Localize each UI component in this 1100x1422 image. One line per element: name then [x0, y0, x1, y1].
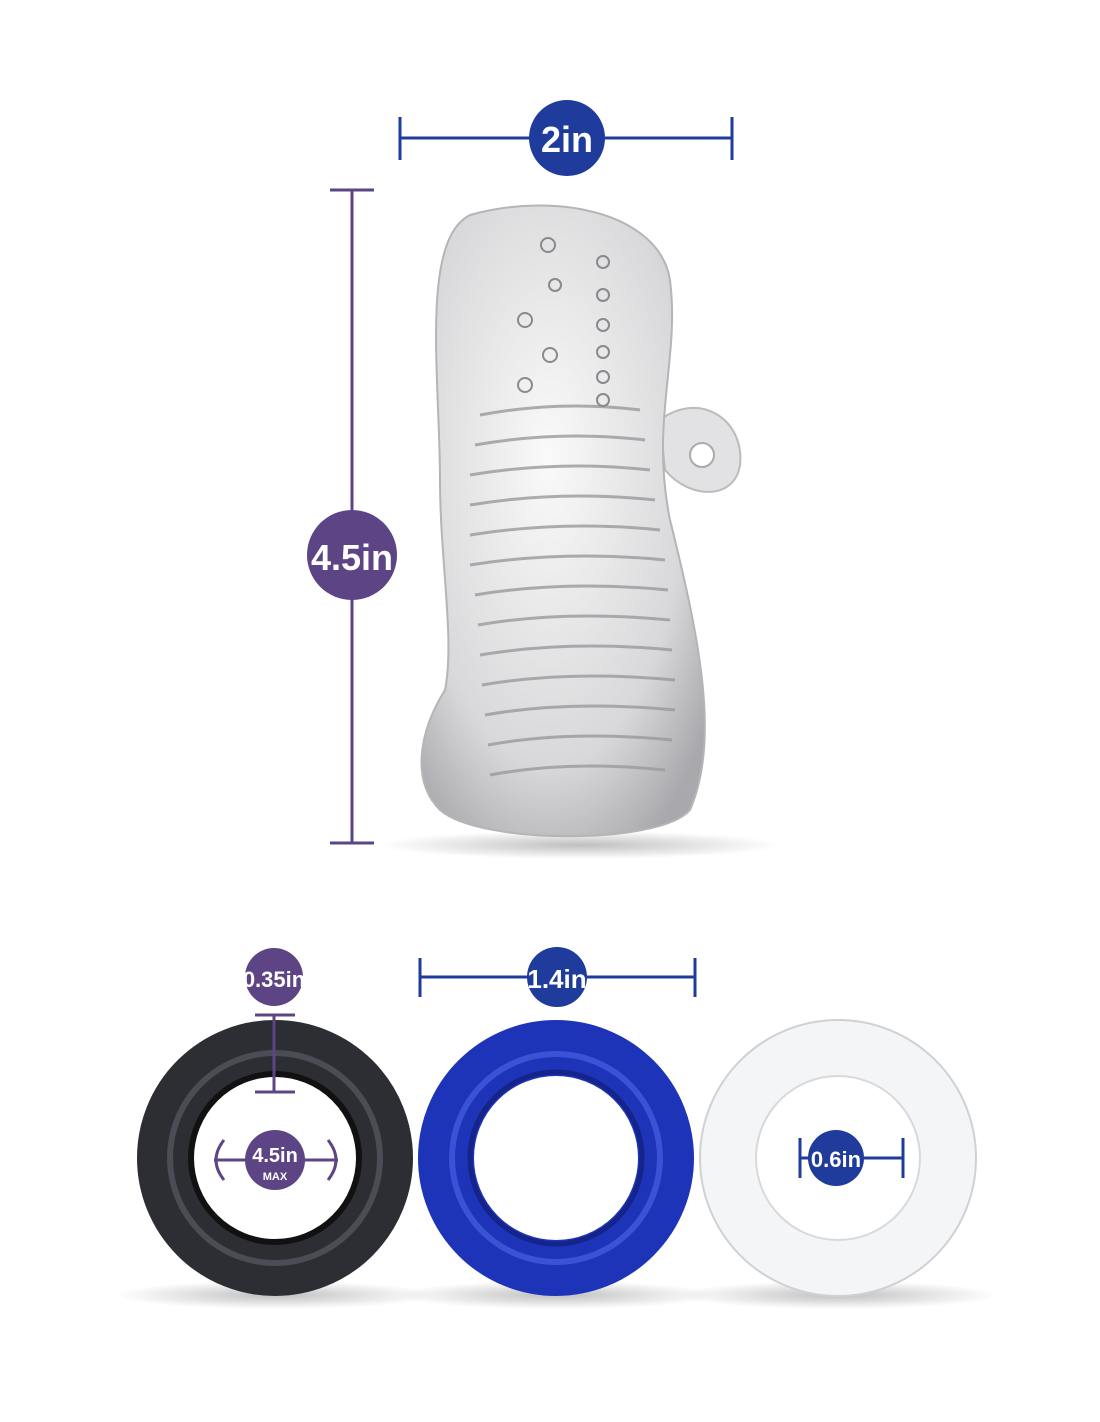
stroker-sleeve-image	[380, 204, 780, 859]
sleeve-width-label: 2in	[541, 119, 593, 160]
ring-thickness-dimension	[255, 1013, 295, 1094]
ring-inner-label: 0.6in	[811, 1147, 861, 1172]
thickness-badge	[245, 948, 303, 1006]
outer-badge	[527, 947, 587, 1007]
inner-badge	[808, 1130, 864, 1186]
ring-stretch-sub: MAX	[263, 1171, 288, 1183]
ring-stretch-label: 4.5in	[252, 1145, 298, 1167]
ring-thickness-label: 0.35in	[243, 967, 305, 992]
stretch-badge	[245, 1130, 305, 1190]
height-badge	[307, 510, 397, 600]
width-badge	[529, 100, 605, 176]
clear-ring	[699, 1019, 977, 1297]
blue-ring	[418, 1020, 694, 1296]
sleeve-height-label: 4.5in	[311, 537, 393, 578]
ring-outer-label: 1.4in	[527, 964, 586, 994]
